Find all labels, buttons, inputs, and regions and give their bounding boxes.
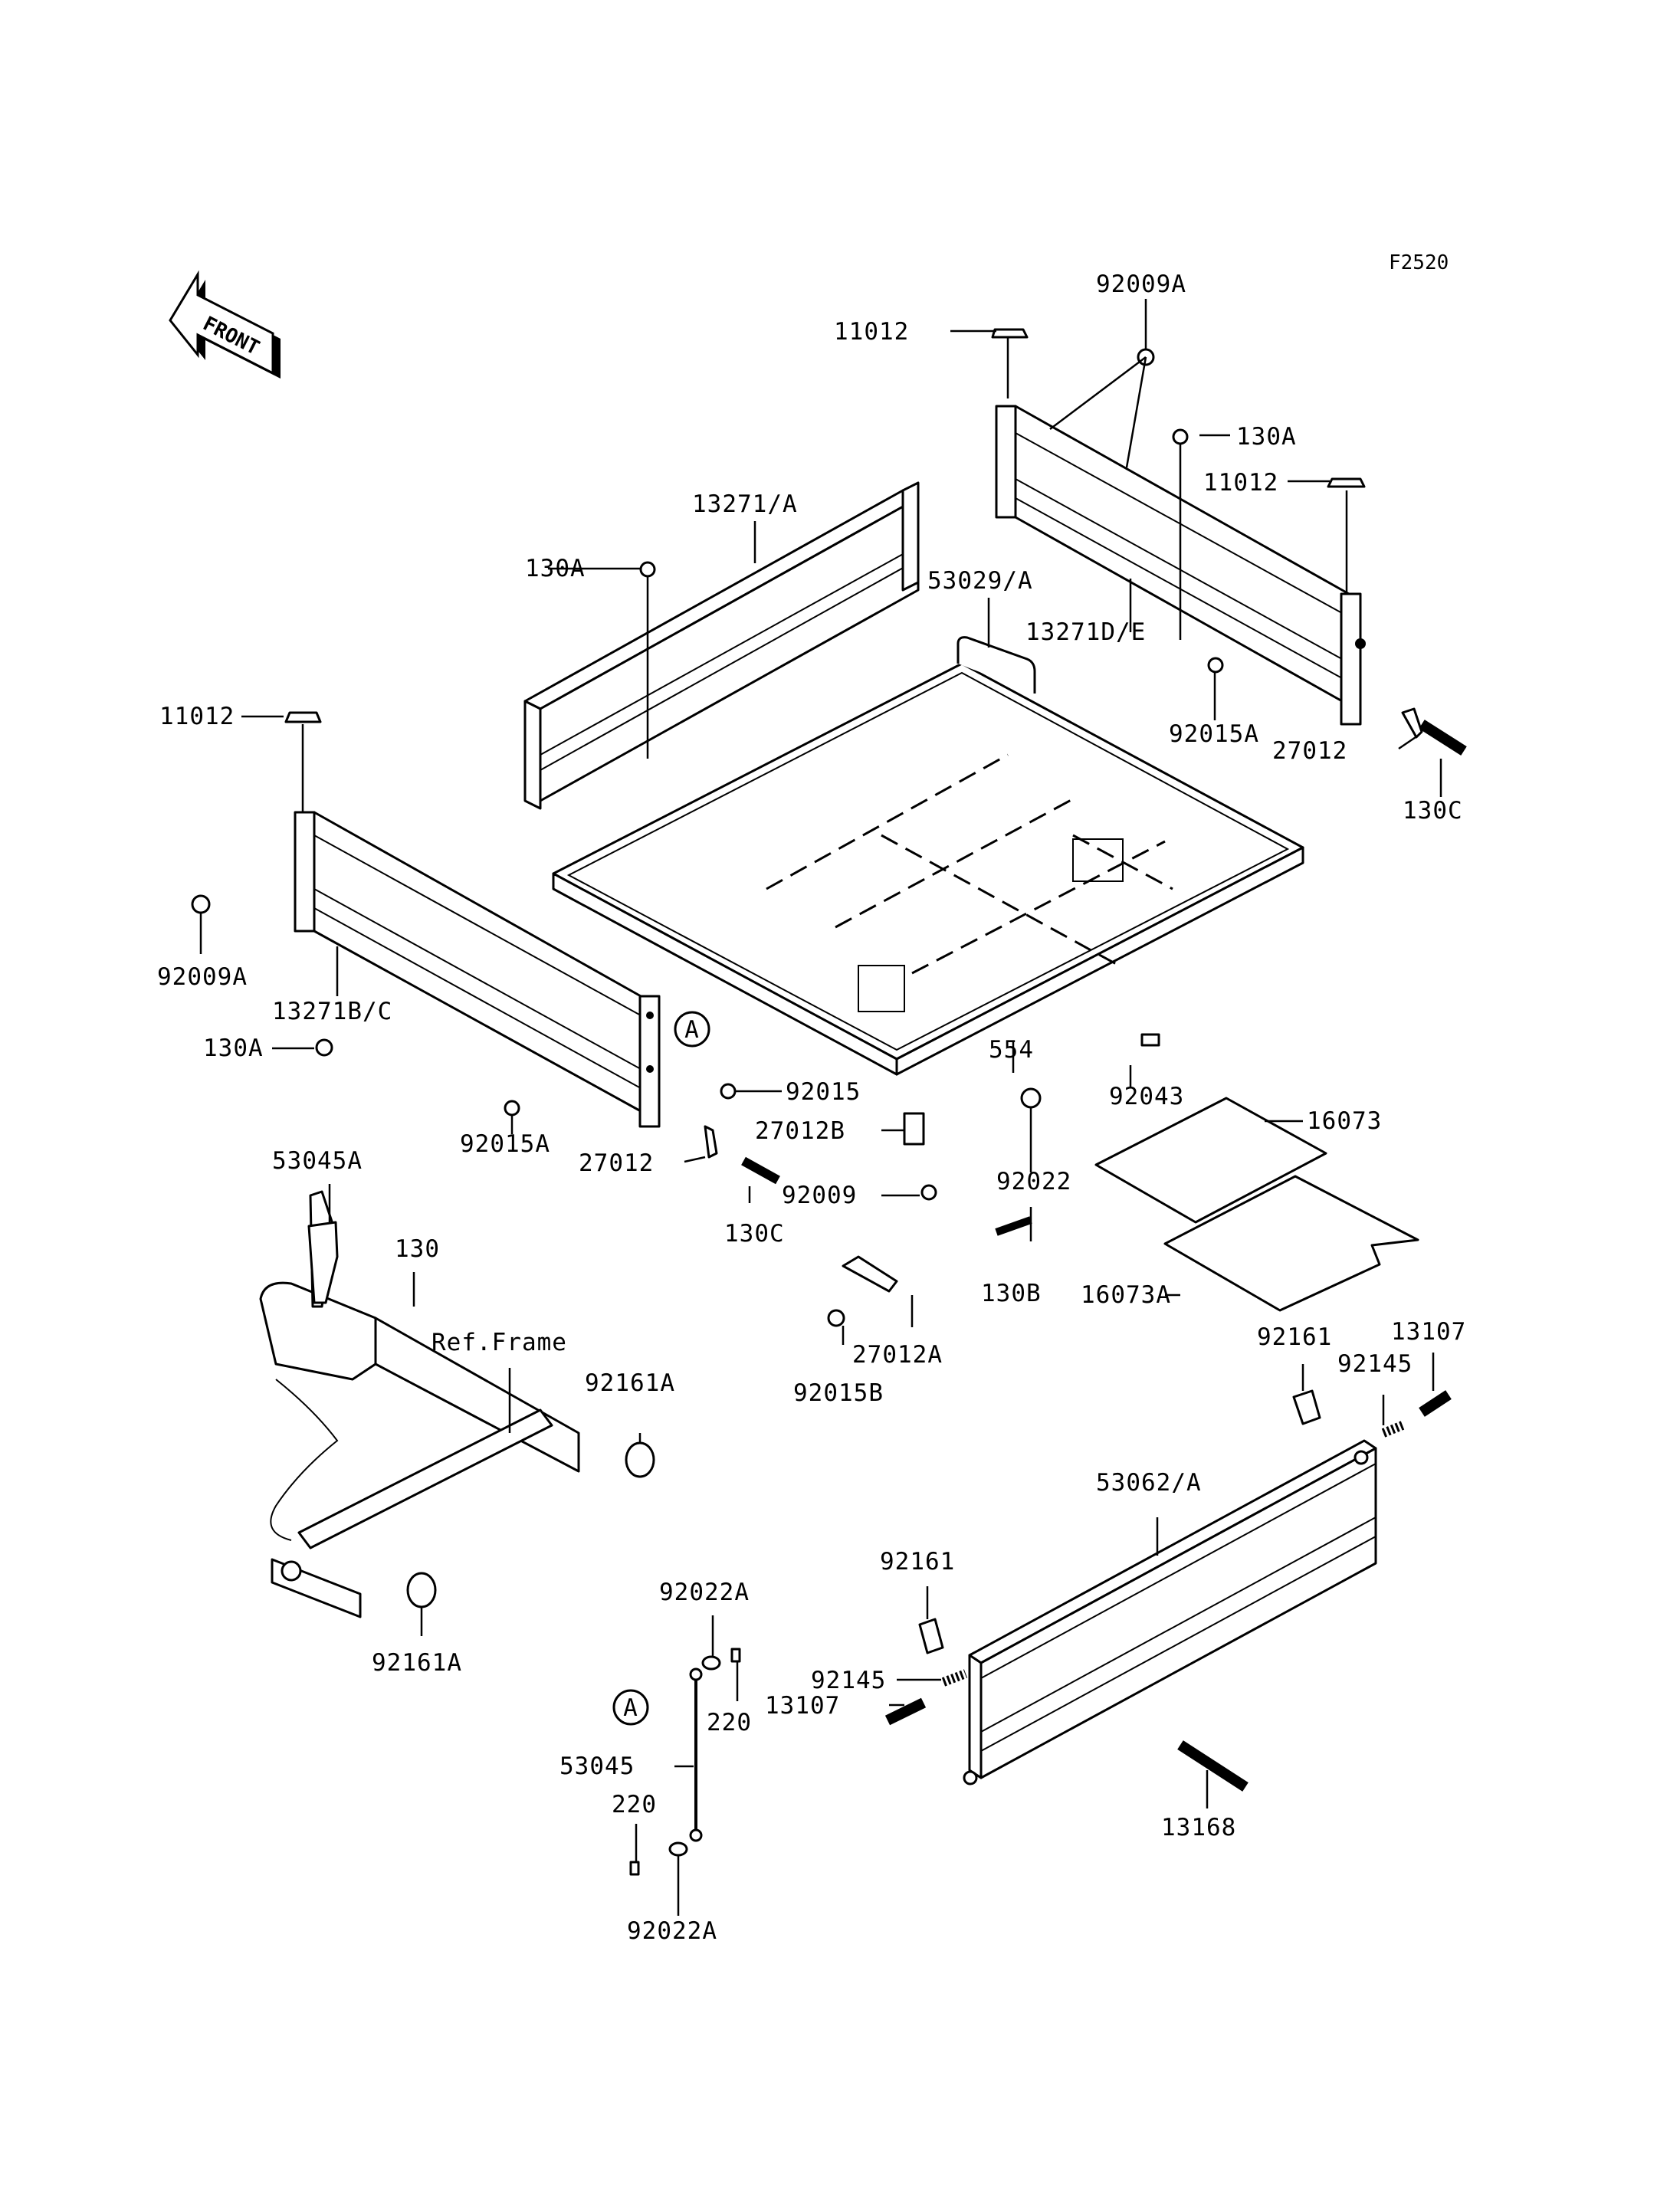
part-label-130: 130 xyxy=(395,1235,440,1263)
side-panel-left-rear xyxy=(523,481,920,810)
part-label-27012-right: 27012 xyxy=(1272,737,1347,765)
part-label-130c-right: 130C xyxy=(1403,797,1463,825)
part-label-53062a: 53062/A xyxy=(1096,1469,1202,1497)
part-label-16073: 16073 xyxy=(1307,1107,1382,1135)
springs-and-pins xyxy=(884,1390,1452,1792)
side-panel-right xyxy=(995,405,1366,726)
part-label-13168: 13168 xyxy=(1161,1814,1236,1841)
part-label-220-top: 220 xyxy=(707,1709,752,1736)
part-label-92015a-left: 92015A xyxy=(460,1130,550,1158)
callout-circle-a-top xyxy=(674,1011,710,1048)
part-label-53029a: 53029/A xyxy=(927,567,1033,595)
part-label-92161a-bottom: 92161A xyxy=(372,1649,462,1677)
part-label-130a-right: 130A xyxy=(1236,423,1297,451)
part-label-13271bc: 13271B/C xyxy=(272,998,392,1025)
bed-cap-2 xyxy=(1327,477,1366,488)
part-label-27012-left: 27012 xyxy=(579,1149,654,1177)
part-label-92161-left: 92161 xyxy=(880,1548,955,1576)
callout-a-bottom: A xyxy=(623,1694,638,1722)
part-label-92022a-bottom: 92022A xyxy=(627,1917,717,1945)
brackets xyxy=(704,707,1423,1293)
part-label-92015a-right: 92015A xyxy=(1169,720,1259,748)
latch-right xyxy=(1292,1389,1321,1425)
rubber-mats xyxy=(1094,1097,1419,1312)
bed-cap-3 xyxy=(284,711,322,723)
part-label-92161-right: 92161 xyxy=(1257,1323,1332,1351)
part-label-27012b: 27012B xyxy=(755,1117,845,1145)
bed-cap-1 xyxy=(991,328,1029,339)
part-label-13271de: 13271D/E xyxy=(1025,618,1146,646)
part-label-92145-left: 92145 xyxy=(811,1667,886,1694)
rubber-cap-1 xyxy=(625,1441,655,1478)
part-label-53045a: 53045A xyxy=(272,1147,363,1175)
part-label-554: 554 xyxy=(989,1036,1034,1064)
side-panel-left-front xyxy=(294,811,661,1128)
frame-reference-label: Ref.Frame xyxy=(431,1329,567,1356)
rubber-cap-2 xyxy=(406,1572,437,1608)
part-label-130c-left: 130C xyxy=(724,1220,785,1248)
callout-circle-a-bottom xyxy=(612,1689,649,1726)
fasteners xyxy=(191,348,1224,1327)
part-label-11012-left: 11012 xyxy=(159,703,235,730)
part-label-130a-mid: 130A xyxy=(525,555,586,582)
part-label-11012-top: 11012 xyxy=(834,318,909,346)
part-label-92009a-top: 92009A xyxy=(1096,271,1186,298)
cable-53045 xyxy=(629,1648,741,1876)
part-label-27012a: 27012A xyxy=(852,1341,943,1369)
front-direction-arrow-icon: FRONT xyxy=(169,270,281,379)
part-label-130b: 130B xyxy=(981,1280,1042,1307)
part-label-92022: 92022 xyxy=(996,1168,1071,1195)
part-label-92022a-top: 92022A xyxy=(659,1579,750,1606)
part-label-220-bottom: 220 xyxy=(612,1791,657,1818)
part-label-11012-right: 11012 xyxy=(1203,469,1278,497)
part-label-130a-left: 130A xyxy=(203,1035,264,1062)
part-label-13107-left: 13107 xyxy=(765,1692,840,1720)
tailgate xyxy=(963,1439,1377,1785)
part-label-92015b: 92015B xyxy=(793,1379,884,1407)
frame-assembly xyxy=(259,1190,580,1618)
part-label-92009a-left: 92009A xyxy=(157,963,248,991)
figure-code: F2520 xyxy=(1389,251,1449,274)
part-label-16073a: 16073A xyxy=(1081,1281,1171,1309)
callout-a-top: A xyxy=(684,1016,700,1044)
part-label-92009: 92009 xyxy=(782,1182,857,1209)
part-label-92161a-top: 92161A xyxy=(585,1369,675,1397)
part-label-92015: 92015 xyxy=(786,1078,861,1106)
part-label-13271a: 13271/A xyxy=(692,490,798,518)
latch-53045a xyxy=(307,1221,339,1304)
leader-lines xyxy=(199,299,1442,1916)
bed-floor-panel xyxy=(552,636,1304,1076)
bolts-130c xyxy=(741,720,1467,1236)
part-label-92145-right: 92145 xyxy=(1337,1350,1413,1378)
part-label-53045: 53045 xyxy=(559,1753,635,1780)
latch-left xyxy=(918,1618,944,1654)
part-label-13107-right: 13107 xyxy=(1391,1318,1466,1346)
part-label-92043: 92043 xyxy=(1109,1083,1184,1110)
